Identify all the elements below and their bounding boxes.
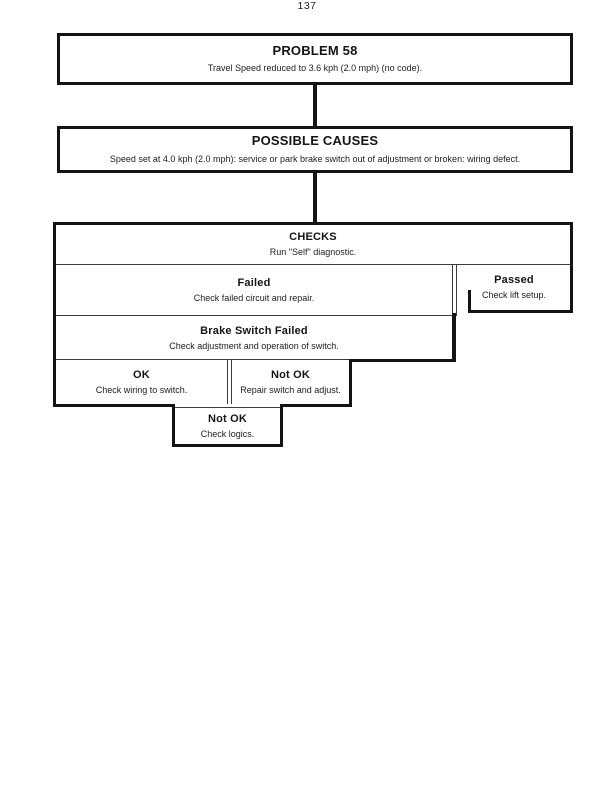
ok-cell: OK Check wiring to switch. <box>56 361 227 404</box>
possible-causes-box: POSSIBLE CAUSES Speed set at 4.0 kph (2.… <box>57 126 573 173</box>
failed-cell: Failed Check failed circuit and repair. <box>56 266 452 314</box>
failed-passed-divider-b <box>456 265 457 316</box>
brake-switch-title: Brake Switch Failed <box>200 324 308 337</box>
possible-causes-subtitle: Speed set at 4.0 kph (2.0 mph): service … <box>109 153 521 164</box>
passed-subtitle: Check lift setup. <box>481 290 547 301</box>
ok-subtitle: Check wiring to switch. <box>95 385 188 396</box>
problem-subtitle: Travel Speed reduced to 3.6 kph (2.0 mph… <box>207 63 423 74</box>
not-ok-logics-subtitle: Check logics. <box>200 428 255 439</box>
failed-subtitle: Check failed circuit and repair. <box>193 292 315 303</box>
logics-box-bottom <box>172 444 283 447</box>
checks-step-border <box>349 359 456 362</box>
failed-title: Failed <box>237 276 271 289</box>
checks-border-left <box>53 222 56 407</box>
problem-box: PROBLEM 58 Travel Speed reduced to 3.6 k… <box>57 33 573 85</box>
brake-row-right-border <box>452 313 456 362</box>
problem-title: PROBLEM 58 <box>272 42 358 58</box>
page-number: 137 <box>297 0 317 12</box>
checks-header: CHECKS Run "Self" diagnostic. <box>56 225 570 264</box>
brake-switch-cell: Brake Switch Failed Check adjustment and… <box>56 317 452 359</box>
not-ok-logics-title: Not OK <box>207 412 248 425</box>
ok-notok-divider-b <box>231 360 232 404</box>
ok-row-bottom-right <box>280 404 352 407</box>
connector-causes-checks <box>313 171 317 223</box>
possible-causes-title: POSSIBLE CAUSES <box>251 133 379 149</box>
not-ok-cell: Not OK Repair switch and adjust. <box>232 361 349 404</box>
passed-bottom-border <box>468 310 573 313</box>
logics-box-right <box>280 404 283 447</box>
connector-problem-causes <box>313 84 317 128</box>
passed-cell: Passed Check lift setup. <box>458 266 570 309</box>
ok-title: OK <box>133 369 150 381</box>
checks-subtitle: Run "Self" diagnostic. <box>269 247 357 258</box>
failed-row-divider <box>56 315 452 316</box>
brake-row-divider <box>56 359 349 360</box>
checks-border-right <box>570 222 573 313</box>
ok-notok-divider-a <box>227 360 228 404</box>
logics-box-top <box>175 407 280 408</box>
passed-step-border <box>468 290 471 313</box>
not-ok-logics-cell: Not OK Check logics. <box>175 408 280 444</box>
ok-row-bottom-left <box>53 404 175 407</box>
not-ok-title: Not OK <box>270 369 311 381</box>
logics-box-left <box>172 404 175 447</box>
failed-passed-divider-a <box>452 265 453 316</box>
brake-switch-subtitle: Check adjustment and operation of switch… <box>169 340 339 351</box>
ok-row-right-border <box>349 359 352 407</box>
passed-title: Passed <box>494 274 534 286</box>
not-ok-subtitle: Repair switch and adjust. <box>240 385 341 396</box>
checks-title: CHECKS <box>289 231 337 243</box>
checks-border-top <box>53 222 573 225</box>
checks-header-divider <box>56 264 570 265</box>
